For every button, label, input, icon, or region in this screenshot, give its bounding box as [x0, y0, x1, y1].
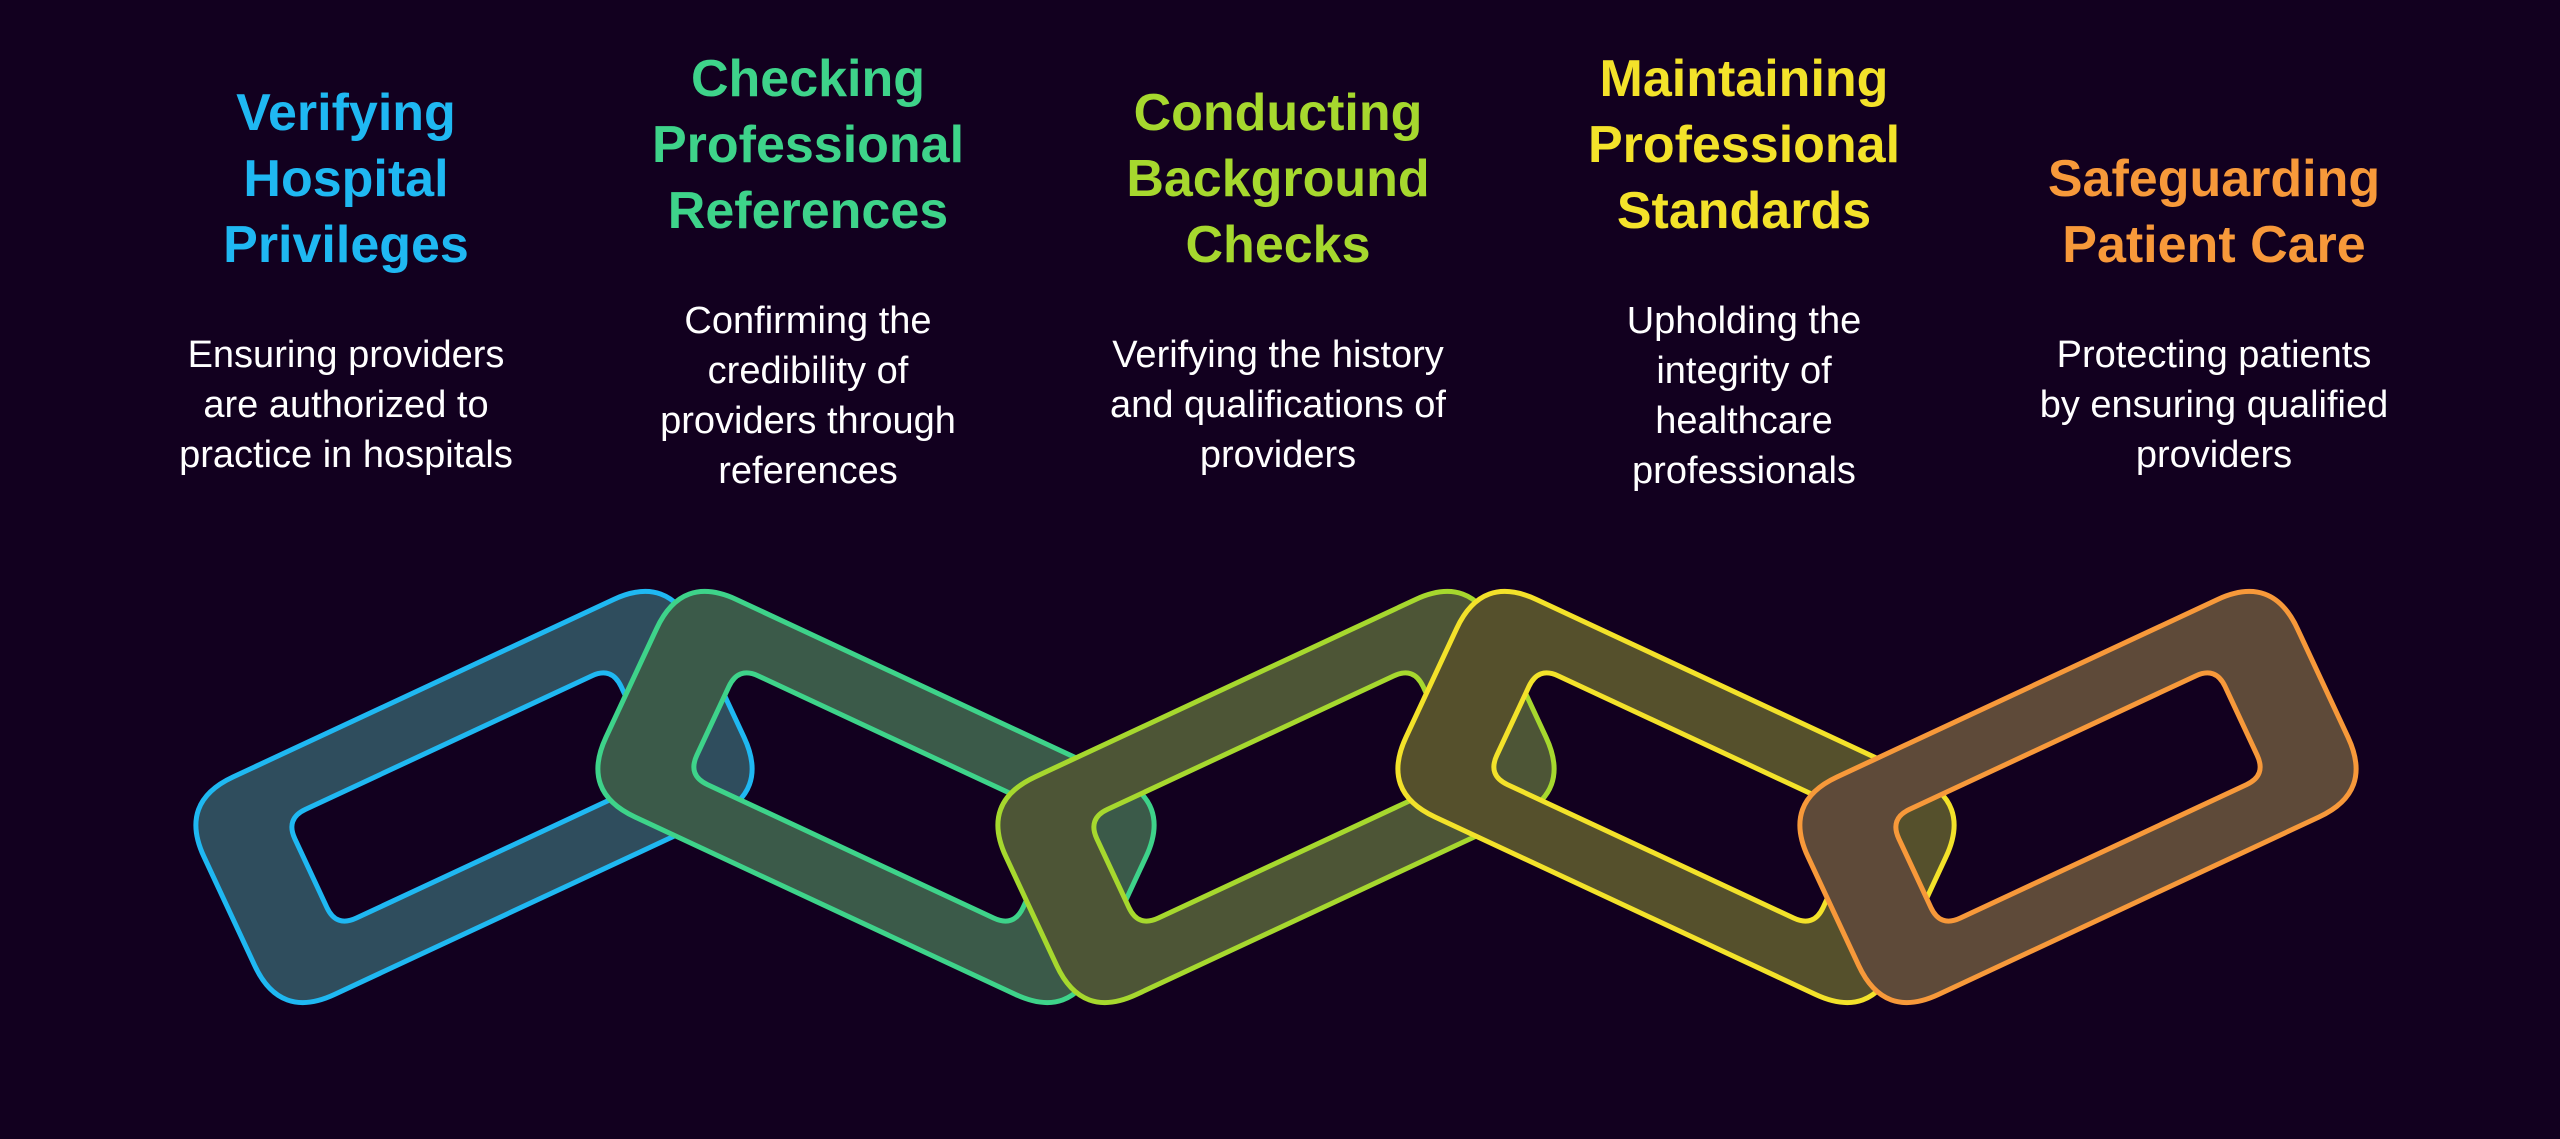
step-checking-professional-references: Checking Professional References Confirm…: [588, 46, 1028, 492]
step-conducting-background-checks: Conducting Background Checks Verifying t…: [1058, 80, 1498, 520]
step-title: Checking Professional References: [651, 50, 965, 240]
step-maintaining-professional-standards: Maintaining Professional Standards Uphol…: [1524, 46, 1964, 492]
step-title: Verifying Hospital Privileges: [223, 84, 469, 274]
chain-link-5: [1797, 589, 2359, 1005]
step-description: Protecting patients by ensuring qualifie…: [2039, 334, 2389, 476]
step-description: Ensuring providers are authorized to pra…: [179, 334, 513, 476]
step-title: Conducting Background Checks: [1126, 84, 1430, 274]
step-safeguarding-patient-care: Safeguarding Patient Care Protecting pat…: [1994, 146, 2434, 586]
step-description: Confirming the credibility of providers …: [660, 300, 956, 492]
step-description: Verifying the history and qualifications…: [1110, 334, 1446, 476]
step-title: Maintaining Professional Standards: [1587, 50, 1901, 240]
step-verifying-hospital-privileges: Verifying Hospital Privileges Ensuring p…: [126, 80, 566, 520]
step-description: Upholding the integrity of healthcare pr…: [1626, 300, 1862, 492]
step-title: Safeguarding Patient Care: [2047, 150, 2381, 274]
